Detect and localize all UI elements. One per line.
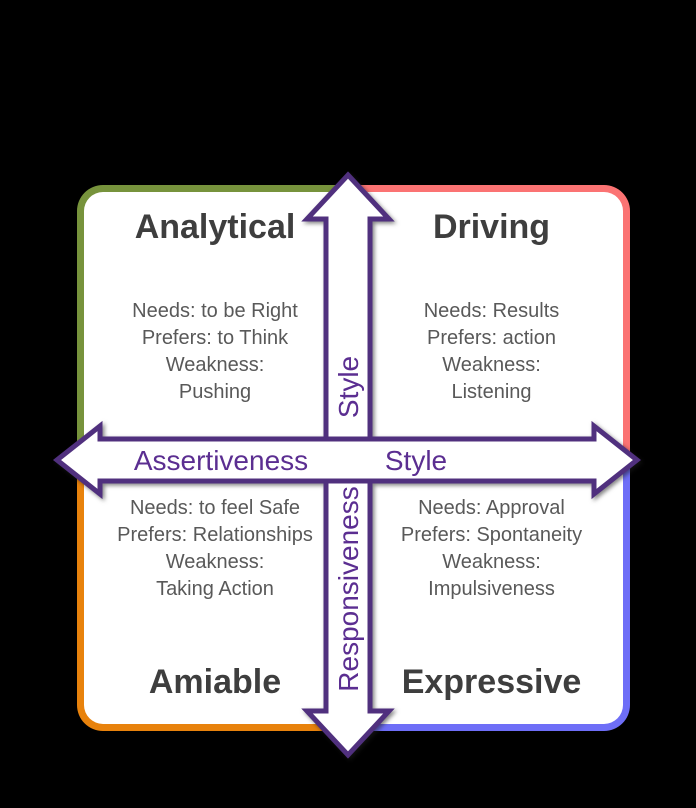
trait-line: Taking Action	[156, 578, 274, 600]
quadrant-driving-title: Driving	[432, 208, 551, 246]
quadrant-expressive: Needs: Approval Prefers: Spontaneity Wea…	[353, 458, 630, 731]
quadrant-expressive-title: Expressive	[401, 663, 582, 701]
trait-line: Pushing	[178, 381, 252, 403]
trait-line: Weakness:	[165, 551, 265, 573]
trait-line: Weakness:	[442, 354, 541, 376]
quadrant-driving-traits: Needs: Results Prefers: action Weakness:…	[360, 298, 623, 406]
trait-line: Listening	[451, 381, 532, 403]
quadrant-driving: Driving Needs: Results Prefers: action W…	[353, 185, 630, 458]
trait-line: Needs: Results	[423, 300, 560, 322]
trait-line: Prefers: action	[427, 327, 556, 349]
trait-line: Needs: to feel Safe	[129, 497, 301, 519]
trait-line: Impulsiveness	[428, 578, 555, 600]
quadrant-expressive-traits: Needs: Approval Prefers: Spontaneity Wea…	[360, 495, 623, 603]
trait-line: Prefers: to Think	[141, 327, 289, 349]
quadrant-analytical-traits: Needs: to be Right Prefers: to Think Wea…	[84, 298, 346, 406]
trait-line: Needs: to be Right	[132, 300, 298, 322]
trait-line: Prefers: Relationships	[117, 524, 313, 546]
quadrant-amiable-traits: Needs: to feel Safe Prefers: Relationshi…	[84, 495, 346, 603]
trait-line: Needs: Approval	[418, 497, 565, 519]
trait-line: Weakness:	[165, 354, 265, 376]
quadrant-analytical-title: Analytical	[134, 208, 296, 246]
quadrant-amiable-title: Amiable	[148, 663, 282, 701]
quadrant-amiable: Needs: to feel Safe Prefers: Relationshi…	[77, 458, 353, 731]
trait-line: Weakness:	[442, 551, 541, 573]
trait-line: Prefers: Spontaneity	[400, 524, 583, 546]
quadrant-analytical: Analytical Needs: to be Right Prefers: t…	[77, 185, 353, 458]
